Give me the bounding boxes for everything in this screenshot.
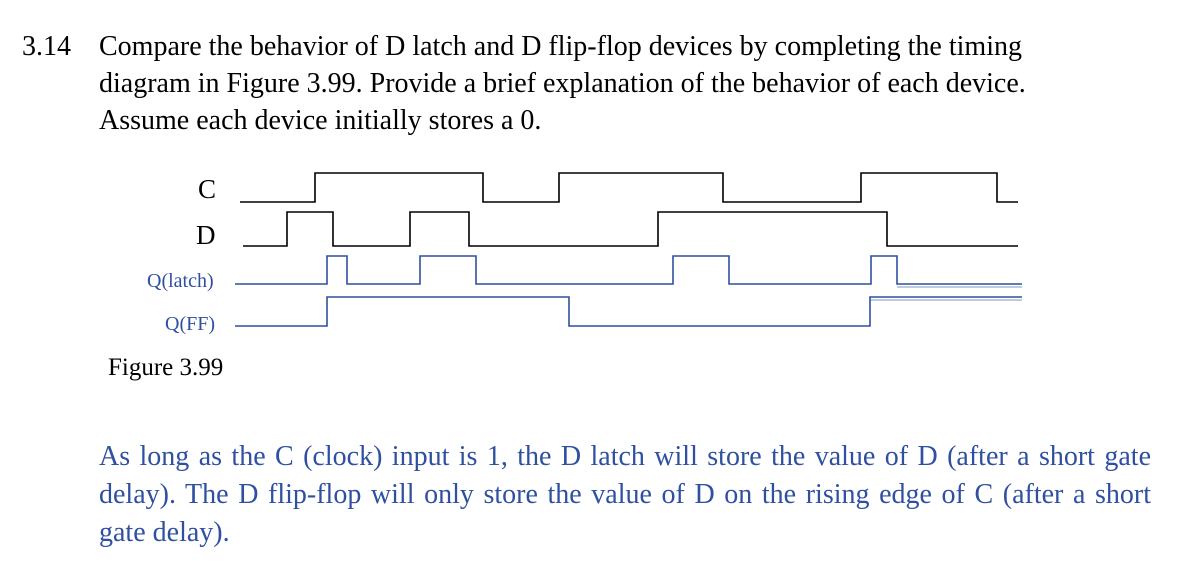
- question-number: 3.14: [22, 31, 71, 62]
- answer-text: As long as the C (clock) input is 1, the…: [99, 441, 1151, 548]
- signal-label-q-ff: Q(FF): [165, 313, 215, 335]
- wave-c: [240, 172, 1018, 203]
- timing-diagram: C D Q(latch) Q(FF): [147, 172, 1022, 335]
- waveforms: [235, 172, 1022, 327]
- wave-d: [243, 211, 1018, 247]
- question-text: Compare the behavior of D latch and D fl…: [99, 28, 1182, 139]
- signal-label-c: C: [198, 174, 216, 204]
- wave-q-latch: [235, 255, 1022, 285]
- question-line: Compare the behavior of D latch and D fl…: [99, 31, 1022, 62]
- question-line: Assume each device initially stores a 0.: [99, 105, 542, 136]
- wave-q-ff: [235, 296, 1022, 327]
- question-line: diagram in Figure 3.99. Provide a brief …: [99, 68, 1026, 99]
- signal-label-q-latch: Q(latch): [147, 270, 214, 292]
- signal-label-d: D: [196, 220, 216, 250]
- figure-caption: Figure 3.99: [108, 354, 224, 381]
